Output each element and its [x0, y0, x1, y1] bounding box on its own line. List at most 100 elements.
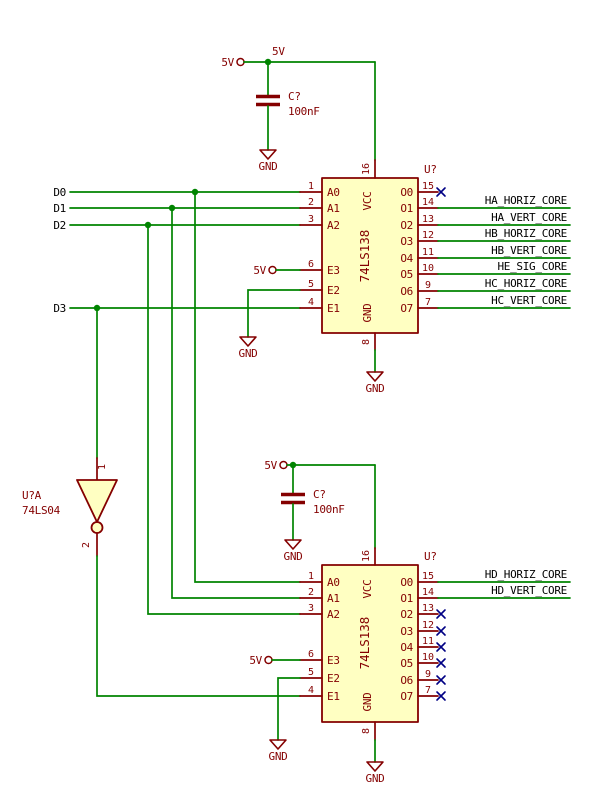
power-5v-icon	[264, 655, 273, 665]
pin-number: 16	[361, 163, 372, 175]
no-connect-icon	[436, 642, 446, 652]
pin-number: 7	[425, 297, 431, 308]
net-label: HC_HORIZ_CORE	[485, 277, 567, 290]
net-label: HD_VERT_CORE	[491, 584, 567, 597]
ic1-part: 74LS138	[357, 230, 372, 283]
pin-number: 2	[308, 197, 314, 208]
capacitor-c1: C? 100nF GND	[256, 61, 320, 173]
ic2-enable-wiring: 5V GND GND	[249, 654, 384, 785]
gnd-icon	[239, 336, 257, 347]
pin-name: O1	[400, 202, 413, 215]
pin-name: O1	[400, 592, 413, 605]
pin-name: A2	[327, 219, 340, 232]
inverter-triangle	[76, 479, 118, 523]
pin-name: O6	[400, 285, 413, 298]
gnd-label: GND	[269, 750, 288, 763]
no-connect-icon	[436, 658, 446, 668]
gnd-icon	[269, 739, 287, 750]
pin-number: 15	[422, 571, 434, 582]
power-rail-bottom: 5V	[264, 459, 376, 549]
pin-number: 2	[308, 587, 314, 598]
power-5v-label: 5V	[221, 56, 234, 69]
pin-name: O0	[400, 186, 413, 199]
pin-number: 2	[81, 542, 92, 548]
inverter-u-a: 1 2 U?A 74LS04	[22, 307, 301, 697]
pin-number: 11	[422, 247, 434, 258]
pin-number: 13	[422, 214, 434, 225]
capacitor-ref: C?	[313, 488, 326, 501]
pin-name: O7	[400, 690, 413, 703]
ic1-body	[321, 177, 419, 334]
pin-number: 4	[308, 297, 314, 308]
no-connect-icon	[436, 626, 446, 636]
pin-name-vcc: VCC	[361, 192, 374, 211]
pin-number: 1	[97, 464, 108, 470]
power-5v-icon	[268, 265, 277, 275]
ic1-74ls138: U? 16 VCC 8 GND 74LS138 1 2 3 6 5 4 A0 A…	[299, 159, 439, 351]
pin-name: O4	[400, 252, 413, 265]
inverter-bubble-icon	[90, 521, 104, 534]
capacitor-value: 100nF	[288, 105, 320, 118]
pin-name: E1	[327, 690, 340, 703]
gnd-icon	[259, 149, 277, 160]
capacitor-ref: C?	[288, 90, 301, 103]
net-label: HA_HORIZ_CORE	[485, 194, 567, 207]
gnd-label: GND	[259, 160, 278, 173]
gnd-label: GND	[366, 382, 385, 395]
pin-number: 3	[308, 603, 314, 614]
net-label: HE_SIG_CORE	[497, 260, 567, 273]
gnd-label: GND	[284, 550, 303, 563]
pin-name: A0	[327, 186, 340, 199]
pin-name: O0	[400, 576, 413, 589]
net-label: HC_VERT_CORE	[491, 294, 567, 307]
pin-number: 5	[308, 667, 314, 678]
inverter-ref: U?A	[22, 489, 42, 502]
pin-number: 6	[308, 649, 314, 660]
pin-name-gnd: GND	[361, 304, 374, 323]
net-label: HB_VERT_CORE	[491, 244, 567, 257]
pin-name: O4	[400, 641, 413, 654]
net-label-d3: D3	[53, 302, 66, 315]
power-5v-label: 5V	[264, 459, 277, 472]
no-connect-icon	[436, 187, 446, 197]
pin-number: 12	[422, 230, 434, 241]
ic2-ref: U?	[424, 550, 437, 563]
pin-name: O2	[400, 219, 413, 232]
power-5v-icon	[279, 460, 288, 470]
net-label-d0: D0	[53, 186, 66, 199]
gnd-icon	[284, 539, 302, 550]
ic2-body	[321, 564, 419, 723]
gnd-icon	[366, 761, 384, 772]
net-label: HB_HORIZ_CORE	[485, 227, 567, 240]
pin-name: A0	[327, 576, 340, 589]
pin-number: 7	[425, 685, 431, 696]
pin-name: A2	[327, 608, 340, 621]
pin-number: 11	[422, 636, 434, 647]
pin-number: 4	[308, 685, 314, 696]
pin-number: 10	[422, 652, 434, 663]
pin-number: 1	[308, 181, 314, 192]
pin-number: 5	[308, 279, 314, 290]
pin-name: E3	[327, 654, 340, 667]
pin-name: O2	[400, 608, 413, 621]
pin-number: 9	[425, 669, 431, 680]
pin-name: E3	[327, 264, 340, 277]
pin-name: O6	[400, 674, 413, 687]
power-5v-label: 5V	[249, 654, 262, 667]
input-nets: D0 D1 D2 D3	[53, 186, 301, 615]
ic2-74ls138: U? 16 VCC 8 GND 74LS138 1 2 3 6 5 4 A0 A…	[299, 547, 439, 741]
pin-name: E2	[327, 672, 340, 685]
inverter-part: 74LS04	[22, 504, 61, 517]
no-connect-icon	[436, 691, 446, 701]
pin-name: O7	[400, 302, 413, 315]
pin-name: O5	[400, 657, 413, 670]
pin-number: 8	[361, 339, 372, 345]
pin-number: 3	[308, 214, 314, 225]
pin-name-vcc: VCC	[361, 580, 374, 599]
ic1-enable-wiring: 5V GND GND	[239, 264, 385, 395]
ic1-output-nets: HA_HORIZ_CORE HA_VERT_CORE HB_HORIZ_CORE…	[436, 187, 571, 309]
pin-number: 14	[422, 587, 434, 598]
ic2-output-nets: HD_HORIZ_CORE HD_VERT_CORE	[436, 568, 571, 701]
gnd-label: GND	[366, 772, 385, 785]
capacitor-c2: C? 100nF GND	[281, 464, 345, 563]
